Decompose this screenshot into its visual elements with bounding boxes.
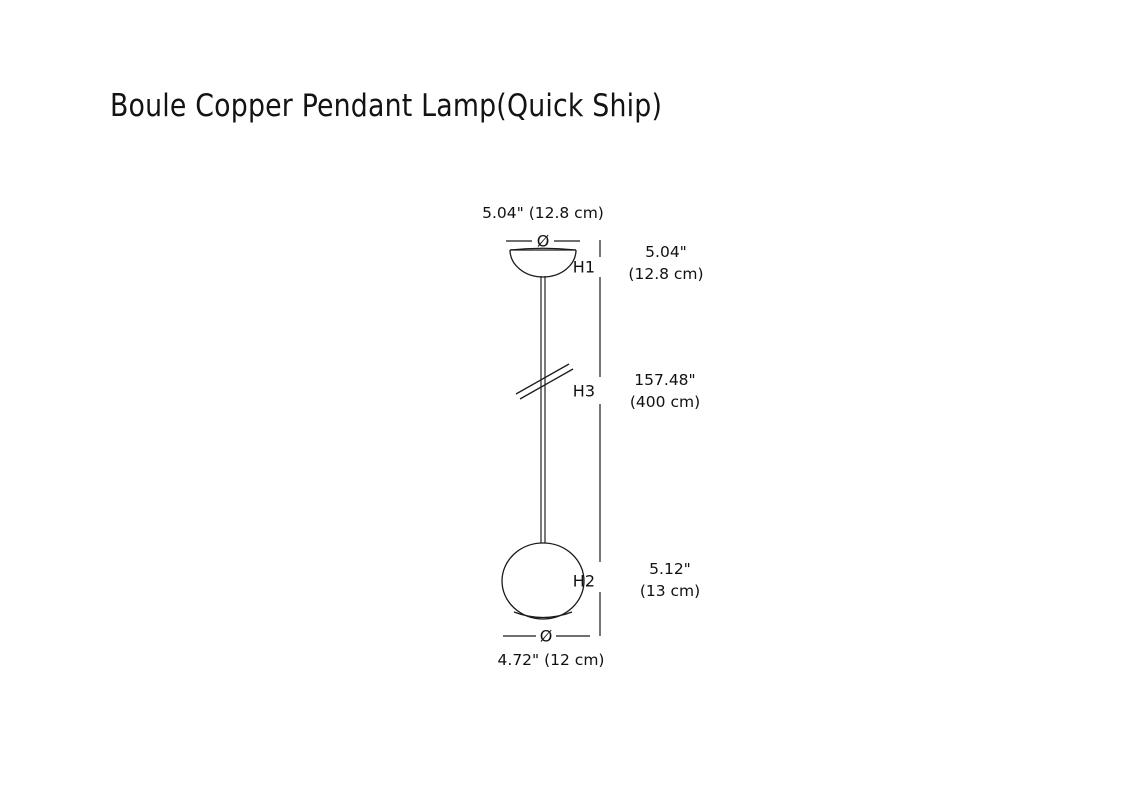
top-diameter-label: 5.04" (12.8 cm): [482, 204, 604, 222]
bottom-diameter-symbol-icon: Ø: [539, 626, 553, 646]
page-title: Boule Copper Pendant Lamp(Quick Ship): [110, 88, 663, 124]
dimension-letter-h3: H3: [572, 381, 595, 401]
dimension-value-h2: 5.12" (13 cm): [640, 558, 700, 602]
dimension-value-h1-inches: 5.04": [645, 243, 687, 261]
dimension-letter-h2: H2: [572, 571, 595, 591]
top-diameter-symbol-icon: Ø: [536, 231, 550, 251]
dimension-value-h3: 157.48" (400 cm): [630, 369, 700, 413]
canopy-dome: [509, 247, 577, 278]
break-symbol: [515, 363, 574, 400]
dimension-value-h1-cm: (12.8 cm): [628, 265, 704, 283]
dimension-value-h3-cm: (400 cm): [629, 393, 701, 411]
dimension-value-h1: 5.04" (12.8 cm): [628, 241, 703, 285]
dimension-value-h3-inches: 157.48": [634, 371, 696, 389]
dimension-value-h2-inches: 5.12": [649, 560, 691, 578]
suspension-cord: [540, 276, 546, 545]
dimension-value-h2-cm: (13 cm): [639, 582, 701, 600]
globe-shade: [501, 542, 585, 620]
dimension-letter-h1: H1: [572, 257, 595, 277]
bottom-diameter-label: 4.72" (12 cm): [497, 651, 605, 669]
